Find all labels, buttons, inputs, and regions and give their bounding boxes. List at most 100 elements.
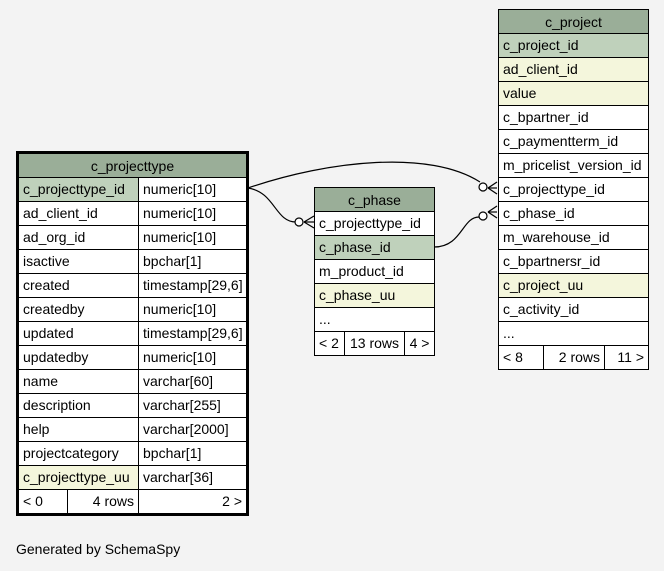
column-name: ad_client_id	[499, 58, 648, 81]
column-name: updatedby	[23, 349, 89, 365]
table-row: c_phase_id	[315, 236, 434, 260]
link-projecttype-to-project	[247, 161, 481, 189]
column-name: c_project_uu	[499, 274, 648, 297]
table-row: projectcategory bpchar[1]	[19, 442, 246, 466]
children-link[interactable]: 4 >	[404, 332, 434, 356]
table-row: c_paymentterm_id	[499, 130, 648, 154]
column-type: varchar[255]	[138, 394, 246, 417]
row-count: 13 rows	[344, 332, 404, 356]
column-name: m_product_id	[319, 263, 404, 279]
column-name: m_warehouse_id	[503, 229, 610, 245]
table-row: updated timestamp[29,6]	[19, 322, 246, 346]
column-type: varchar[2000]	[138, 418, 246, 441]
column-name: created	[23, 277, 70, 293]
table-row: c_bpartnersr_id	[499, 250, 648, 274]
column-name: updated	[23, 325, 74, 341]
column-type: numeric[10]	[138, 202, 246, 225]
row-count: 2 rows	[543, 346, 604, 370]
link-projecttype-to-phase	[247, 187, 297, 223]
column-name: createdby	[23, 301, 85, 317]
children-link[interactable]: 2 >	[138, 490, 246, 514]
table-row: c_activity_id	[499, 298, 648, 322]
column-name: c_projecttype_id	[319, 215, 421, 231]
table-row: help varchar[2000]	[19, 418, 246, 442]
table-row: c_phase_id	[499, 202, 648, 226]
table-c-phase[interactable]: c_phase c_projecttype_id c_phase_id m_pr…	[314, 187, 435, 356]
column-type: numeric[10]	[138, 178, 246, 201]
column-type: numeric[10]	[138, 298, 246, 321]
table-row: c_phase_uu	[315, 284, 434, 308]
column-type: timestamp[29,6]	[138, 274, 246, 297]
parents-link[interactable]: < 8	[503, 349, 523, 365]
table-row: ad_org_id numeric[10]	[19, 226, 246, 250]
column-name: c_phase_uu	[315, 284, 434, 307]
column-name: c_phase_id	[315, 236, 434, 259]
table-row: isactive bpchar[1]	[19, 250, 246, 274]
parents-link[interactable]: < 2	[319, 335, 339, 351]
link-end-circle	[478, 211, 488, 221]
generated-by-caption: Generated by SchemaSpy	[16, 541, 181, 557]
table-row: createdby numeric[10]	[19, 298, 246, 322]
link-phase-to-project	[433, 216, 480, 248]
column-type: timestamp[29,6]	[138, 322, 246, 345]
column-type: numeric[10]	[138, 226, 246, 249]
table-row: description varchar[255]	[19, 394, 246, 418]
column-name: projectcategory	[23, 445, 119, 461]
table-row: updatedby numeric[10]	[19, 346, 246, 370]
table-row: value	[499, 82, 648, 106]
table-row: ...	[499, 322, 648, 346]
row-count: 4 rows	[67, 490, 138, 514]
column-name: c_projecttype_id	[19, 178, 138, 201]
column-name: c_paymentterm_id	[503, 133, 619, 149]
table-row: m_product_id	[315, 260, 434, 284]
column-name: c_bpartner_id	[503, 109, 589, 125]
table-row: c_projecttype_uu varchar[36]	[19, 466, 246, 490]
table-header: c_project	[499, 10, 648, 34]
column-name: c_bpartnersr_id	[503, 253, 601, 269]
column-name: help	[23, 421, 50, 437]
table-row: c_project_id	[499, 34, 648, 58]
column-name: ...	[319, 311, 331, 327]
table-title: c_phase	[348, 191, 401, 208]
table-row: c_projecttype_id	[315, 212, 434, 236]
column-name: ad_client_id	[23, 205, 98, 221]
column-name: value	[499, 82, 648, 105]
column-type: varchar[36]	[138, 466, 246, 489]
table-row: c_bpartner_id	[499, 106, 648, 130]
table-footer: < 0 4 rows 2 >	[19, 490, 246, 514]
column-name: ad_org_id	[23, 229, 86, 245]
column-name: c_activity_id	[503, 301, 580, 317]
table-c-project[interactable]: c_project c_project_id ad_client_id valu…	[498, 9, 649, 370]
link-end-circle	[294, 217, 304, 227]
table-row: name varchar[60]	[19, 370, 246, 394]
table-header: c_phase	[315, 188, 434, 212]
table-row: ...	[315, 308, 434, 332]
column-name: c_projecttype_uu	[19, 466, 138, 489]
column-name: c_projecttype_id	[503, 181, 605, 197]
column-type: varchar[60]	[138, 370, 246, 393]
table-row: c_projecttype_id	[499, 178, 648, 202]
parents-link[interactable]: < 0	[23, 493, 43, 509]
link-end-circle	[478, 182, 488, 192]
children-link[interactable]: 11 >	[604, 346, 648, 370]
table-row: ad_client_id	[499, 58, 648, 82]
table-row: c_project_uu	[499, 274, 648, 298]
column-name: m_pricelist_version_id	[503, 157, 642, 173]
column-type: bpchar[1]	[138, 250, 246, 273]
table-title: c_projecttype	[90, 157, 175, 174]
column-name: c_project_id	[499, 34, 648, 57]
column-name: ...	[503, 325, 515, 341]
table-row: m_warehouse_id	[499, 226, 648, 250]
column-name: name	[23, 373, 59, 389]
column-name: isactive	[23, 253, 70, 269]
table-row: c_projecttype_id numeric[10]	[19, 178, 246, 202]
table-header: c_projecttype	[19, 154, 246, 178]
table-footer: < 8 2 rows 11 >	[499, 346, 648, 370]
table-row: ad_client_id numeric[10]	[19, 202, 246, 226]
column-type: numeric[10]	[138, 346, 246, 369]
table-row: m_pricelist_version_id	[499, 154, 648, 178]
column-type: bpchar[1]	[138, 442, 246, 465]
column-name: description	[23, 397, 91, 413]
table-c-projecttype[interactable]: c_projecttype c_projecttype_id numeric[1…	[16, 151, 249, 516]
column-name: c_phase_id	[503, 205, 575, 221]
